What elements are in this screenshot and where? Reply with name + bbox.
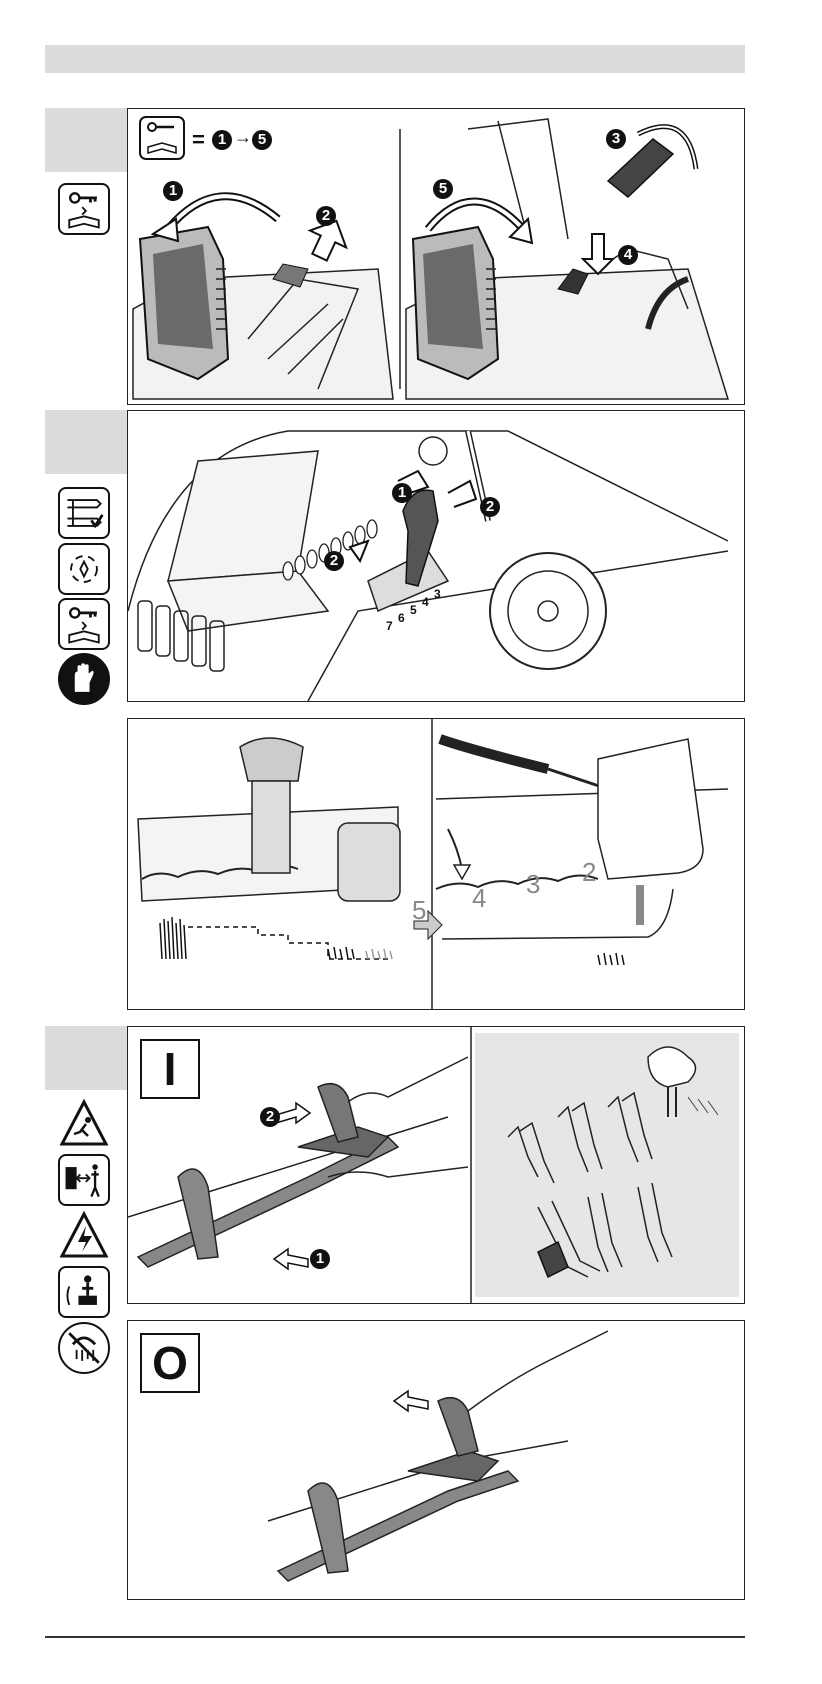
height-scale-3: 3 bbox=[526, 869, 540, 900]
legend-step-to: 5 bbox=[252, 130, 272, 150]
cutting-height-icon bbox=[58, 487, 110, 539]
cutting-height-illustration bbox=[128, 411, 745, 702]
section-tab-1 bbox=[45, 108, 127, 172]
step-1-marker-start: 1 bbox=[310, 1249, 330, 1269]
panel-battery-insertion: = 1 → 5 1 2 3 4 5 bbox=[127, 108, 745, 405]
stop-mower-illustration bbox=[128, 1321, 745, 1600]
lever-scale-6: 6 bbox=[398, 611, 405, 625]
legend-equals: = bbox=[192, 127, 205, 153]
panel-cutting-height-lever: 1 2 2 7 6 5 4 3 bbox=[127, 410, 745, 702]
step-4-marker: 4 bbox=[618, 245, 638, 265]
keep-distance-icon bbox=[58, 1154, 110, 1206]
lever-scale-5: 5 bbox=[410, 603, 417, 617]
mode-label-off: O bbox=[152, 1337, 188, 1389]
no-rain-icon bbox=[58, 1322, 110, 1374]
step-2-marker: 2 bbox=[316, 206, 336, 226]
legend-step-from: 1 bbox=[212, 130, 232, 150]
bystanders-icon bbox=[58, 1266, 110, 1318]
step-5-marker: 5 bbox=[433, 179, 453, 199]
height-settings-illustration bbox=[128, 719, 745, 1010]
height-scale-4: 4 bbox=[472, 883, 486, 914]
lever-scale-4: 4 bbox=[422, 595, 429, 609]
start-mower-illustration bbox=[128, 1027, 745, 1304]
step-2-marker-start: 2 bbox=[260, 1107, 280, 1127]
step-3-marker: 3 bbox=[606, 129, 626, 149]
battery-insertion-illustration bbox=[128, 109, 745, 405]
legend-arrow: → bbox=[234, 127, 252, 148]
section-tab-2 bbox=[45, 410, 127, 474]
step-2-marker-lever-left: 2 bbox=[324, 551, 344, 571]
step-1-marker-lever: 1 bbox=[392, 483, 412, 503]
section-tab-4 bbox=[45, 1026, 127, 1090]
gloves-icon bbox=[58, 653, 110, 705]
lever-scale-7: 7 bbox=[386, 619, 393, 633]
blade-rotation-icon bbox=[58, 543, 110, 595]
footer-rule bbox=[45, 1636, 745, 1638]
manual-key-icon bbox=[58, 183, 110, 235]
manual-key-icon-2 bbox=[58, 598, 110, 650]
mode-badge-on: I bbox=[140, 1039, 200, 1099]
lever-scale-3: 3 bbox=[434, 587, 441, 601]
height-scale-5: 5 bbox=[412, 895, 426, 926]
height-scale-2: 2 bbox=[582, 857, 596, 888]
electric-hazard-icon bbox=[58, 1210, 110, 1262]
panel-height-settings: 5 4 3 2 bbox=[127, 718, 745, 1010]
mode-label-on: I bbox=[164, 1043, 177, 1095]
mode-badge-off: O bbox=[140, 1333, 200, 1393]
thrown-objects-warning-icon bbox=[58, 1098, 110, 1150]
panel-start-mower: I 2 1 bbox=[127, 1026, 745, 1304]
panel-stop-mower: O bbox=[127, 1320, 745, 1600]
header-bar bbox=[45, 45, 745, 73]
step-2-marker-lever-right: 2 bbox=[480, 497, 500, 517]
step-1-marker: 1 bbox=[163, 181, 183, 201]
